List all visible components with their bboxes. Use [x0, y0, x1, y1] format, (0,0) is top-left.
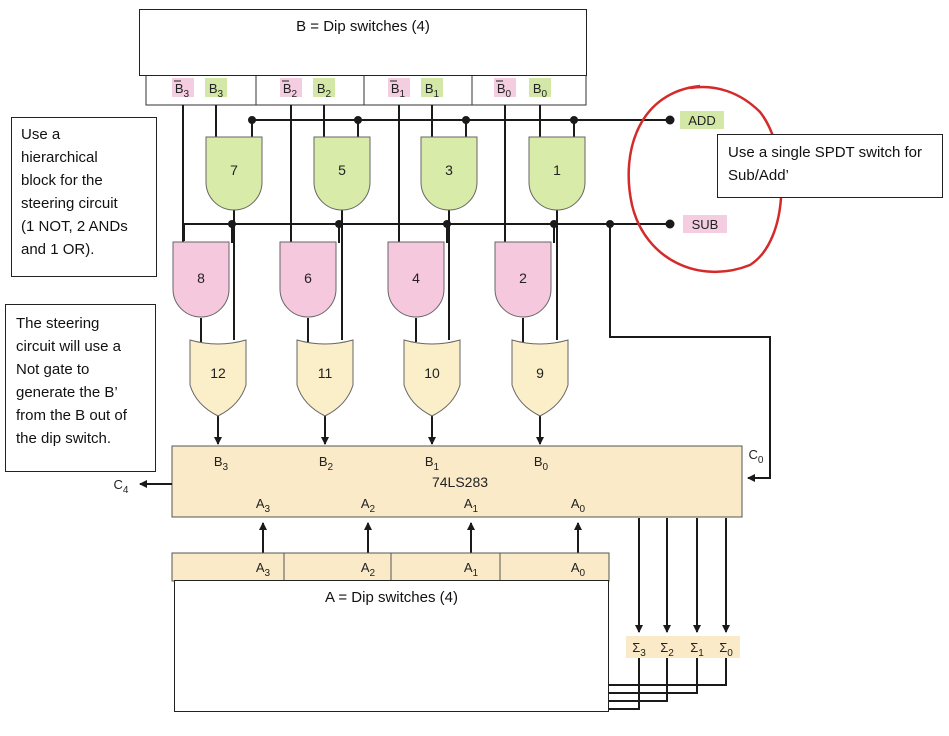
hierarchical-note-box: Use a hierarchical block for the steering c…	[11, 117, 157, 277]
gate-number: 12	[210, 365, 226, 381]
sum-led-wire	[600, 658, 668, 702]
hierarchical-line: and 1 OR).	[21, 241, 95, 258]
or-gate	[296, 339, 354, 417]
b-true-label: B3	[209, 81, 224, 100]
adder-name: 74LS283	[432, 474, 488, 490]
adder-b-pin-label: B3	[214, 454, 229, 473]
sub-label: SUB	[683, 215, 727, 233]
hierarchical-line: steering circuit	[21, 195, 118, 212]
steering-line: from the B out of	[16, 407, 127, 424]
gate-number: 3	[445, 162, 453, 178]
gate-number: 8	[197, 270, 205, 286]
or-gate	[403, 339, 461, 417]
sum-led-wire	[600, 658, 727, 686]
steering-line: circuit will use a	[16, 338, 122, 355]
sum-output-label: Σ0	[719, 640, 733, 659]
and-gate-green	[528, 136, 586, 211]
adder-b-pin-label: B2	[319, 454, 334, 473]
steering-note-box: The steering circuit will use a Not gate t…	[5, 304, 156, 472]
sub-terminal	[665, 219, 675, 229]
b-true-label-bg	[313, 78, 335, 97]
b-bar-label: B3	[175, 81, 190, 100]
adder-a-pin-label: A2	[361, 496, 376, 515]
sub-label-text: SUB	[692, 217, 719, 232]
b-true-label-bg	[421, 78, 443, 97]
b-true-label-bg	[529, 78, 551, 97]
steering-line: Not gate to	[16, 361, 90, 378]
b-bar-label-bg	[388, 78, 410, 97]
b-bar-label: B0	[497, 81, 512, 100]
b-true-label: B0	[533, 81, 548, 100]
spdt-line: Sub/Add’	[728, 167, 789, 184]
gate-number: 7	[230, 162, 238, 178]
and-gate-green	[313, 136, 371, 211]
gate-number: 4	[412, 270, 420, 286]
adder-b-pin-label: B1	[425, 454, 440, 473]
adder-b-pin-label: B0	[534, 454, 549, 473]
annotation-circle	[627, 84, 783, 274]
carry-in-wire	[609, 224, 771, 482]
adder-a-pin-label: A3	[256, 496, 271, 515]
sum-output-label: Σ1	[690, 640, 704, 659]
hierarchical-line: (1 NOT, 2 ANDs	[21, 218, 128, 235]
gate-number: 1	[553, 162, 561, 178]
and-gate-pink	[387, 241, 445, 318]
sum-output-label: Σ3	[632, 640, 646, 659]
a-dip-title: A = Dip switches (4)	[325, 589, 458, 606]
gate-number: 6	[304, 270, 312, 286]
b-bar-label-bg	[280, 78, 302, 97]
a-strip-label: A3	[256, 560, 271, 579]
a-strip-label: A1	[464, 560, 479, 579]
add-label-text: ADD	[688, 113, 715, 128]
and-gate-green	[205, 136, 263, 211]
or-gate	[511, 339, 569, 417]
a-strip-label: A2	[361, 560, 376, 579]
or-gate	[189, 339, 247, 417]
hierarchical-line: block for the	[21, 172, 103, 189]
sum-label-strip	[626, 636, 740, 658]
adder-a-pin-label: A1	[464, 496, 479, 515]
gate-number: 11	[318, 365, 333, 381]
steering-line: generate the B’	[16, 384, 118, 401]
b-bar-label: B1	[391, 81, 406, 100]
and-gate-pink	[279, 241, 337, 318]
sum-output-label: Σ2	[660, 640, 674, 659]
and-gate-pink	[172, 241, 230, 318]
b-bar-label: B2	[283, 81, 298, 100]
steering-line: the dip switch.	[16, 430, 112, 447]
b-true-label-bg	[205, 78, 227, 97]
b-dip-switch-box: B = Dip switches (4)	[139, 9, 587, 76]
hierarchical-line: Use a	[21, 126, 61, 143]
a-input-strip	[171, 552, 610, 582]
b-bar-label-bg	[172, 78, 194, 97]
adder-a-pin-label: A0	[571, 496, 586, 515]
add-label: ADD	[680, 111, 724, 129]
gate-number: 5	[338, 162, 346, 178]
steering-line: The steering	[16, 315, 100, 332]
b-bar-label-bg	[494, 78, 516, 97]
carry-out-label: C4	[114, 477, 129, 496]
a-dip-switch-box: A = Dip switches (4)	[174, 580, 609, 712]
b-dip-title: B = Dip switches (4)	[296, 18, 430, 35]
b-true-label: B2	[317, 81, 332, 100]
add-bus	[251, 119, 670, 137]
b-true-label: B1	[425, 81, 440, 100]
a-strip-label: A0	[571, 560, 586, 579]
sum-led-wire	[600, 658, 640, 710]
gate-number: 9	[536, 365, 544, 381]
gate-number: 2	[519, 270, 527, 286]
and-gate-pink	[494, 241, 552, 318]
adder-74ls283: 74LS283	[171, 445, 743, 518]
spdt-line: Use a single SPDT switch for	[728, 144, 922, 161]
and-gate-green	[420, 136, 478, 211]
sum-led-wire	[600, 658, 698, 694]
gate-number: 10	[424, 365, 440, 381]
add-terminal	[665, 115, 675, 125]
hierarchical-line: hierarchical	[21, 149, 98, 166]
sub-bus	[183, 223, 670, 241]
carry-in-label: C0	[749, 447, 764, 466]
